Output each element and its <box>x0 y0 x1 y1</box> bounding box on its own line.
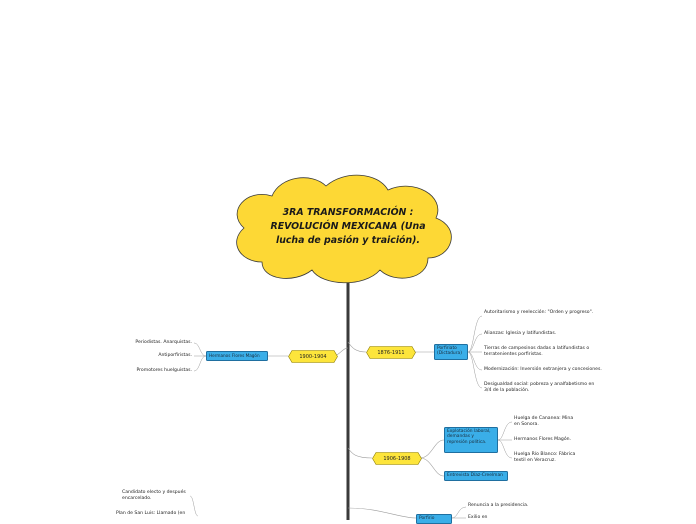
note-right1-2: Alianzas: Iglesia y latifundistas. <box>484 331 557 336</box>
note-left-2: Antiporfiristas. <box>158 353 192 358</box>
connector-bottom-right <box>347 507 417 519</box>
topic-box-bottom-right[interactable]: Porfirio <box>416 514 452 524</box>
topic-box-right-2a[interactable]: Explotación laboral, demandas y represió… <box>444 427 498 453</box>
year-label: 1900-1904 <box>299 353 327 360</box>
central-cloud[interactable] <box>236 174 452 284</box>
central-title: 3RA TRANSFORMACIÓN : REVOLUCIÓN MEXICANA… <box>270 207 426 246</box>
connector-bottom-right-notes <box>451 506 467 519</box>
note-bottom-left-1: Candidato electo y después encarcelado. <box>122 490 186 501</box>
year-label: 1876-1911 <box>377 349 405 356</box>
note-right2-2: Hermanos Flores Magón. <box>514 437 572 442</box>
year-label: 1906-1908 <box>383 455 411 462</box>
note-right1-3: Tierras de campesinos dadas a latifundis… <box>484 346 590 357</box>
connector-right2-topics <box>419 439 445 477</box>
note-right1-1: Autoritarismo y reelección: "Orden y pro… <box>484 310 594 315</box>
note-right1-4: Modernización: Inversión extranjera y co… <box>484 367 602 372</box>
year-node-right-1[interactable]: 1876-1911 <box>366 346 416 359</box>
topic-box-right-1[interactable]: Porfiriato (Dictadura) <box>434 344 468 360</box>
note-left-3: Promotores huelguistas. <box>136 368 192 373</box>
note-left-1: Periodistas. Anarquistas. <box>135 340 192 345</box>
note-bottom-right-1: Renuncia a la presidencia. <box>468 503 529 508</box>
year-node-right-2[interactable]: 1906-1908 <box>372 452 422 465</box>
topic-box-right-2b[interactable]: Entrevista Díaz-Creelman <box>444 471 508 481</box>
note-bottom-left-2: Plan de San Luis: Llamado (en <box>116 511 186 516</box>
year-node-left[interactable]: 1900-1904 <box>288 350 338 363</box>
connector-right-year-1 <box>347 341 367 353</box>
connector-right2-notes <box>497 421 513 459</box>
note-right2-1: Huelga de Cananea: Mina en Sonora. <box>514 416 574 427</box>
connector-right1-notes <box>467 315 483 389</box>
connector-right-year-2 <box>347 447 373 459</box>
connector-bottom-left-notes <box>189 495 199 517</box>
note-right2-3: Huelga Río Blanco: Fábrica textil en Ver… <box>514 452 576 463</box>
topic-box-left[interactable]: Hermanos Flores Magón <box>206 351 268 361</box>
connector-left-notes <box>193 342 207 372</box>
note-right1-5: Desigualdad social: pobreza y analfabeti… <box>484 382 595 393</box>
note-bottom-right-2: Exilio en <box>468 515 488 520</box>
